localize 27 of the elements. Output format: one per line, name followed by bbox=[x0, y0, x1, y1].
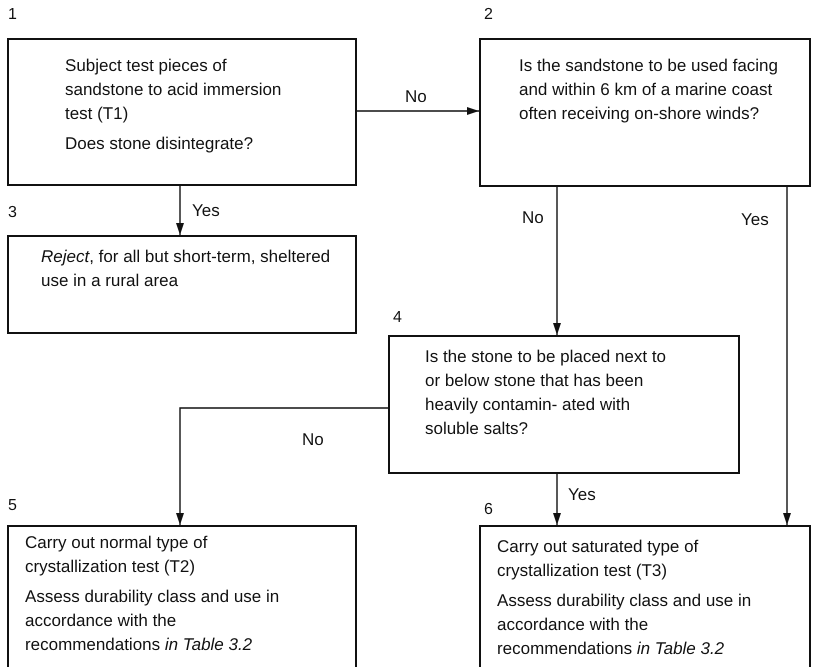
box-text: Is the stone to be placed next to or below stone that has been heavily contamin- ated with soluble salts? bbox=[425, 346, 667, 440]
process-box bbox=[7, 235, 357, 334]
box-text: Carry out saturated type of crystallization test (T3) bbox=[497, 536, 700, 582]
arrow bbox=[553, 474, 561, 525]
box-text: Assess durability class and use in accordance with the recommendations in Table 3.2 bbox=[25, 586, 280, 656]
process-box bbox=[7, 38, 357, 186]
process-box bbox=[479, 38, 811, 187]
box-text: Does stone disintegrate? bbox=[65, 133, 254, 155]
box-text: Assess durability class and use in accordance with the recommendations in Table 3.2 bbox=[497, 590, 752, 660]
process-box bbox=[7, 525, 357, 667]
process-box bbox=[388, 335, 740, 474]
process-box bbox=[479, 525, 811, 667]
arrow bbox=[176, 186, 184, 235]
arrow bbox=[553, 187, 561, 335]
step-number: 4 bbox=[393, 309, 402, 327]
step-number: 5 bbox=[8, 497, 17, 515]
step-number: 1 bbox=[8, 6, 17, 24]
arrow bbox=[357, 107, 479, 115]
box-text: Is the sandstone to be used facing and within 6 km of a marine coast often receiving on-shore winds? bbox=[519, 55, 779, 125]
step-number: 3 bbox=[8, 204, 17, 222]
step-number: 6 bbox=[484, 501, 493, 519]
box-text: Carry out normal type of crystallization test (T2) bbox=[25, 532, 208, 578]
step-number: 2 bbox=[484, 6, 493, 24]
arrow bbox=[783, 187, 791, 525]
arrow bbox=[176, 407, 388, 525]
box-text: Subject test pieces of sandstone to acid immersion test (T1) bbox=[65, 55, 282, 125]
box-text: Reject, for all but short-term, sheltered use in a rural area bbox=[41, 246, 331, 292]
